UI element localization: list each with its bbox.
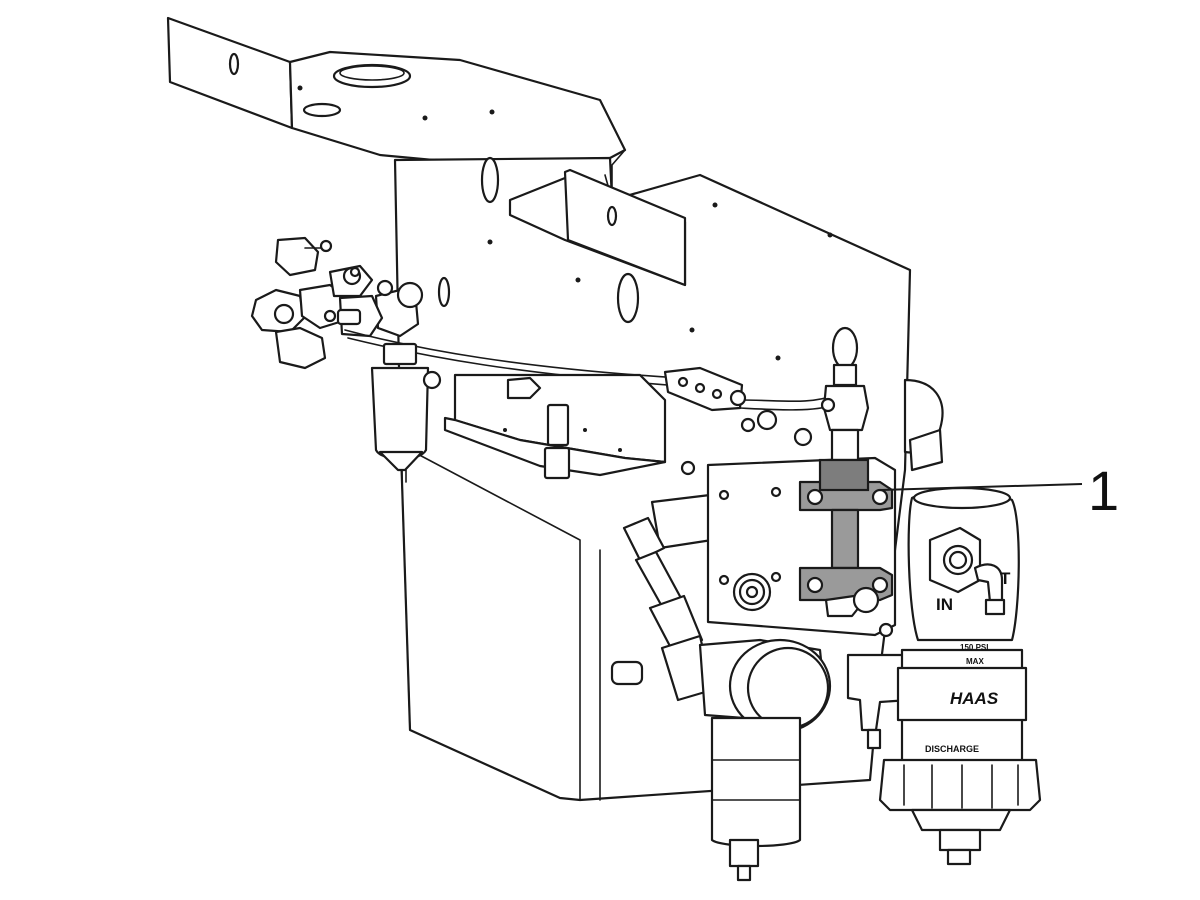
sight-glass-highlight — [798, 458, 894, 618]
pressure-regulator-assembly — [610, 493, 912, 882]
discharge-label: DISCHARGE — [925, 744, 979, 754]
callout-number-1: 1 — [1088, 459, 1119, 522]
top-mounting-bracket — [166, 16, 627, 164]
left-filter-canister — [370, 342, 430, 483]
connector-block — [422, 366, 813, 476]
manifold-fittings — [250, 236, 424, 370]
water-separator — [878, 486, 1042, 866]
inlet-fitting-stack — [820, 326, 870, 462]
side-valve — [903, 378, 944, 472]
rear-vertical-bracket — [508, 168, 687, 287]
outlet-port-label-fragment: T — [1000, 569, 1011, 588]
brand-logo: HAAS — [950, 689, 999, 708]
pressure-rating-line2: MAX — [966, 657, 984, 666]
inlet-port-label: IN — [936, 595, 953, 614]
solenoid-tray — [443, 373, 667, 480]
callout-leader-line — [879, 483, 1083, 491]
pressure-rating-line1: 150 PSI — [960, 643, 988, 652]
